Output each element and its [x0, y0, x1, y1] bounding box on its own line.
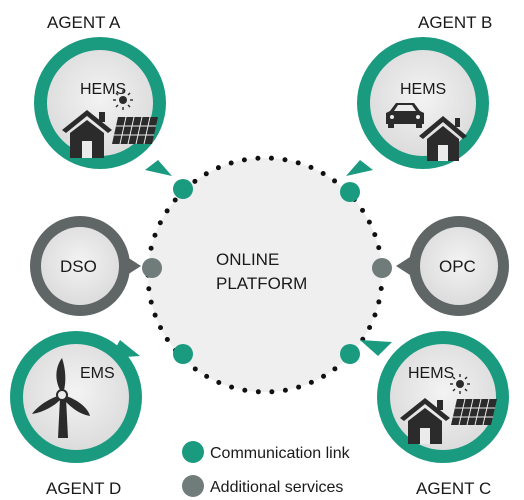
wind-turbine-icon [32, 358, 90, 438]
agent-d-communication-link[interactable] [173, 344, 193, 364]
agent-b-name: AGENT B [418, 13, 492, 32]
dso-node: DSO [30, 216, 141, 316]
dso-additional-service[interactable] [142, 258, 162, 278]
house-icon [62, 110, 112, 158]
agent-a-name: AGENT A [47, 13, 121, 32]
agent-a-node: HEMS [34, 37, 172, 176]
agent-c-communication-link[interactable] [340, 344, 360, 364]
platform-label-line1: ONLINE [216, 250, 279, 269]
agent-b-system-label: HEMS [400, 81, 446, 98]
opc-label: OPC [439, 257, 476, 276]
opc-node: OPC [396, 216, 509, 316]
legend-additional-swatch [182, 475, 204, 497]
sun-icon [113, 90, 133, 110]
legend: Communication link Additional services [182, 441, 351, 497]
agent-a-system-label: HEMS [80, 81, 126, 98]
agent-c-system-label: HEMS [408, 365, 454, 382]
agent-d-name: AGENT D [46, 479, 121, 498]
legend-additional-label: Additional services [210, 479, 343, 496]
agent-c-name: AGENT C [416, 479, 491, 498]
house-icon [400, 398, 450, 444]
agent-b-node: HEMS [346, 37, 489, 176]
house-icon [419, 116, 467, 161]
legend-communication-label: Communication link [210, 445, 351, 462]
agent-a-communication-link[interactable] [173, 179, 193, 199]
car-icon [386, 103, 424, 128]
opc-additional-service[interactable] [372, 258, 392, 278]
agent-b-communication-link[interactable] [340, 182, 360, 202]
solar-panel-icon [451, 398, 497, 426]
agent-d-system-label: EMS [80, 365, 115, 382]
dso-label: DSO [60, 257, 97, 276]
solar-panel-icon [112, 116, 158, 145]
legend-communication-swatch [182, 441, 204, 463]
platform-label-line2: PLATFORM [216, 274, 307, 293]
agent-d-node: EMS [10, 331, 142, 463]
agent-c-node: HEMS [360, 331, 509, 463]
sun-icon [450, 374, 470, 394]
